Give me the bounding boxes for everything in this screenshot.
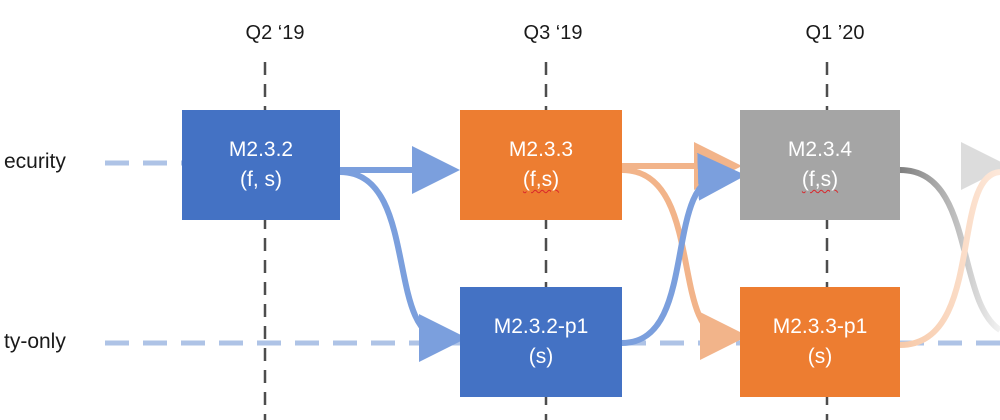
release-name: M2.3.4	[787, 138, 853, 161]
track-label-security-only: ty-only	[4, 330, 66, 353]
quarter-label-q2-19: Q2 ‘19	[245, 22, 305, 44]
release-note: (f,s)	[801, 168, 839, 191]
release-note: (f,s)	[522, 168, 560, 191]
arrow-m233p1-to-next	[899, 169, 1000, 348]
release-box-m2-3-3: M2.3.3 (f,s)	[460, 110, 622, 220]
release-name: M2.3.2	[228, 138, 294, 161]
release-name: M2.3.3	[508, 138, 574, 161]
release-box-m2-3-2: M2.3.2 (f, s)	[182, 110, 340, 220]
release-box-m2-3-2-p1: M2.3.2-p1 (s)	[460, 287, 622, 397]
release-note: (s)	[528, 345, 554, 368]
arrow-m232-to-m232p1	[339, 169, 467, 362]
release-box-m2-3-4: M2.3.4 (f,s)	[740, 110, 900, 220]
quarter-label-q3-19: Q3 ‘19	[523, 22, 583, 44]
track-label-security: ecurity	[4, 150, 66, 173]
arrow-m233-to-m233p1	[621, 167, 748, 360]
release-note: (s)	[807, 345, 833, 368]
release-box-m2-3-3-p1: M2.3.3-p1 (s)	[740, 287, 900, 397]
arrow-m232p1-to-m234	[621, 152, 746, 346]
quarter-label-q1-20: Q1 ’20	[805, 22, 865, 44]
release-name: M2.3.2-p1	[493, 315, 589, 338]
release-name: M2.3.3-p1	[772, 315, 868, 338]
arrow-m234-to-next-patch	[899, 167, 1000, 333]
release-note: (f, s)	[240, 168, 282, 191]
